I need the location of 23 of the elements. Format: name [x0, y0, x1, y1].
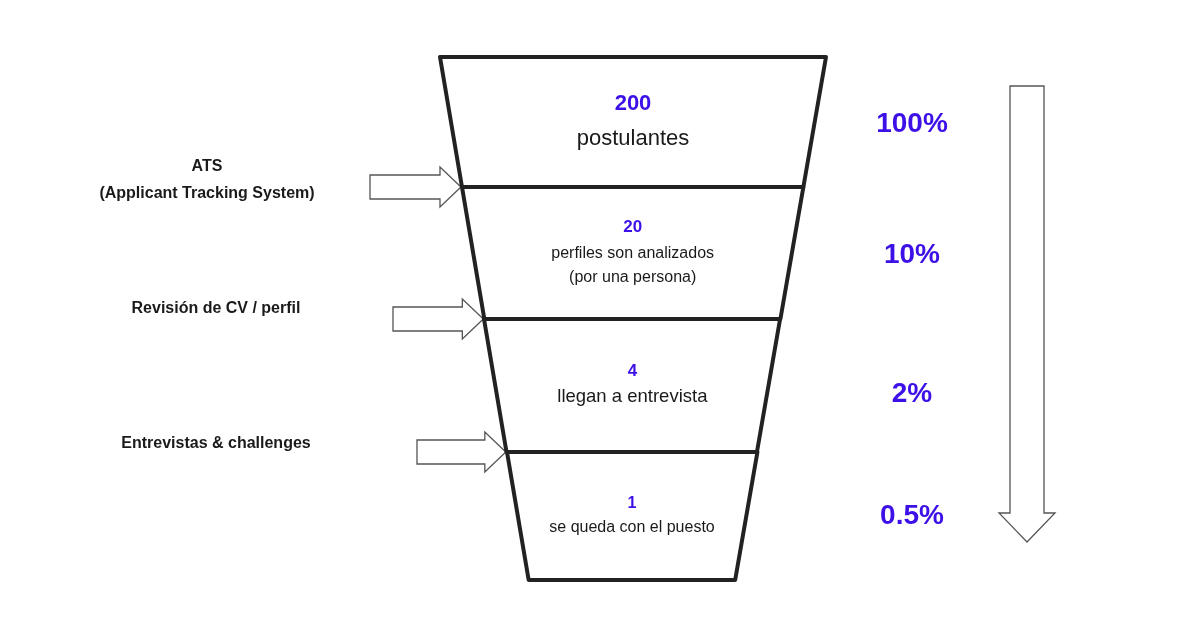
stage-description: perfiles son analizados (por una persona)	[550, 242, 716, 287]
block-arrow	[369, 165, 462, 209]
percentage-label: 2%	[891, 376, 933, 410]
step-label-subtitle: (Applicant Tracking System)	[99, 183, 315, 204]
percentage-label: 0.5%	[880, 498, 944, 532]
stage-count: 200	[614, 90, 652, 117]
percentage-label: 10%	[884, 237, 940, 271]
block-arrow	[416, 430, 507, 474]
funnel-stage	[482, 317, 783, 454]
stage-count: 4	[627, 360, 638, 382]
funnel-stage	[460, 185, 806, 321]
percentage-label: 100%	[876, 106, 948, 140]
stage-description: llegan a entrevista	[557, 384, 708, 409]
step-label: Revisión de CV / perfil	[131, 298, 301, 319]
stage-description: se queda con el puesto	[549, 517, 715, 538]
funnel-stage	[438, 55, 828, 189]
stage-description: postulantes	[576, 123, 690, 152]
stage-count: 1	[627, 492, 637, 513]
stage-count: 20	[623, 217, 643, 238]
funnel-stage	[504, 450, 760, 582]
step-label-title: ATS	[191, 156, 223, 177]
step-label: Entrevistas & challenges	[121, 433, 311, 454]
block-arrow	[392, 297, 485, 341]
